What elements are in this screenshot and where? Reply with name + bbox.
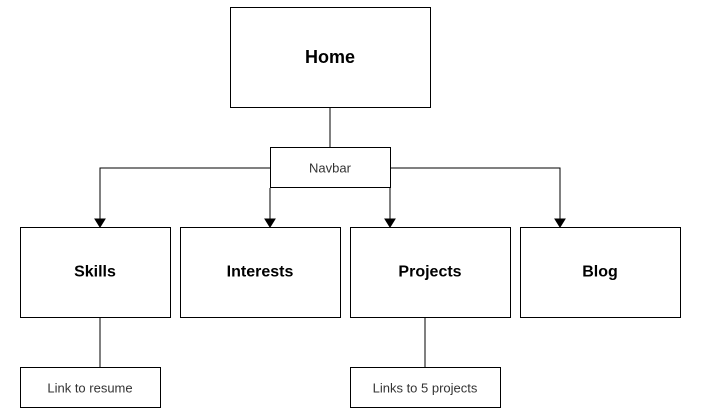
node-project-links: Links to 5 projects xyxy=(350,367,501,408)
node-blog-label: Blog xyxy=(582,264,618,281)
edge-navbar-skills xyxy=(99,167,270,221)
node-navbar: Navbar xyxy=(270,147,391,188)
node-projects-label: Projects xyxy=(398,264,461,281)
node-interests-label: Interests xyxy=(227,264,294,281)
node-home-label: Home xyxy=(305,47,355,67)
node-blog: Blog xyxy=(520,227,681,318)
node-project-links-label: Links to 5 projects xyxy=(373,381,478,396)
node-resume-link: Link to resume xyxy=(20,367,161,408)
node-interests: Interests xyxy=(180,227,341,318)
node-projects: Projects xyxy=(350,227,511,318)
node-skills-label: Skills xyxy=(74,264,116,281)
node-home: Home xyxy=(230,7,431,108)
arrowhead-skills xyxy=(94,218,106,228)
arrowhead-blog xyxy=(554,218,566,228)
node-skills: Skills xyxy=(20,227,171,318)
node-resume-link-label: Link to resume xyxy=(47,381,132,396)
arrowhead-projects xyxy=(384,218,396,228)
arrowhead-interests xyxy=(264,218,276,228)
node-navbar-label: Navbar xyxy=(309,161,352,176)
edge-navbar-blog xyxy=(390,167,561,221)
